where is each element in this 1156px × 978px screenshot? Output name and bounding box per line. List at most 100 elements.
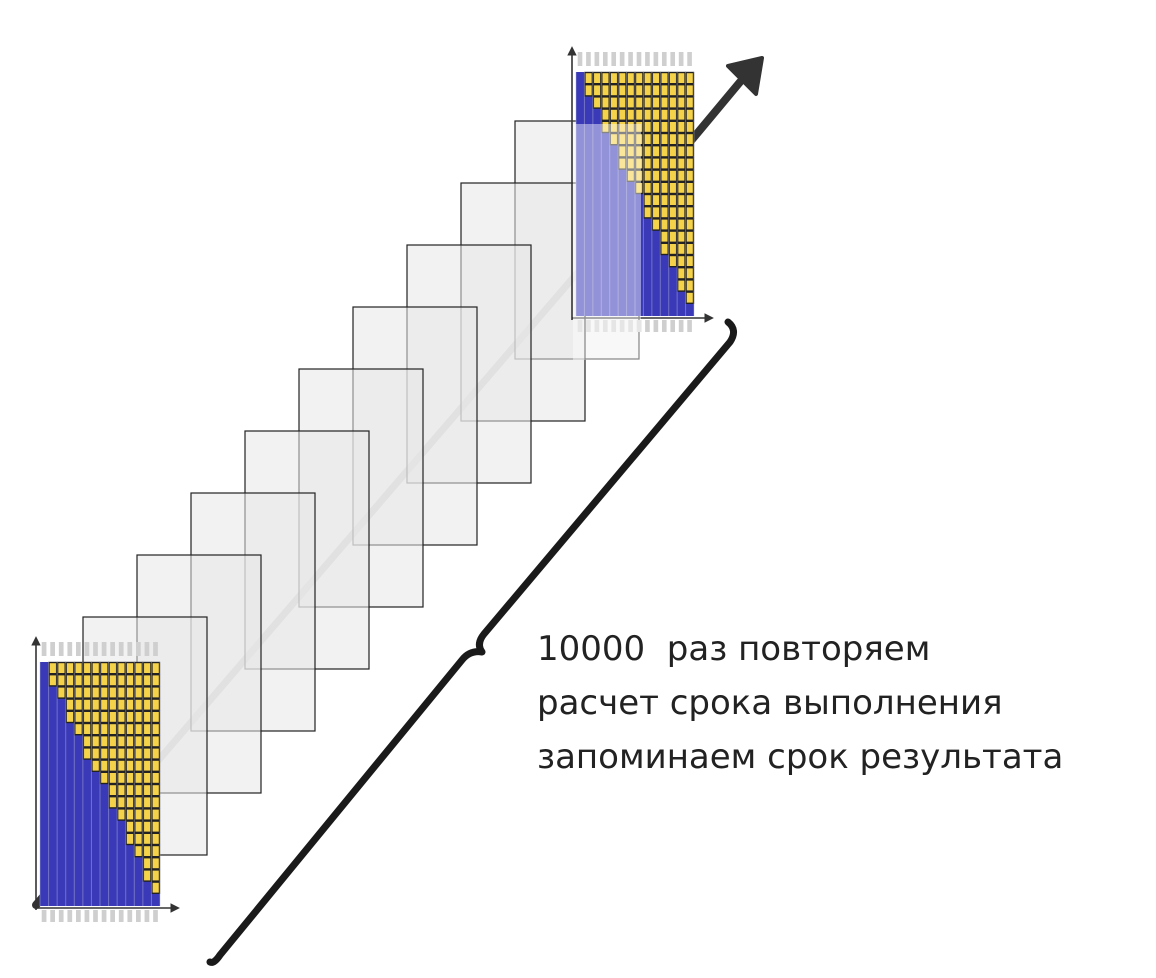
chart-cell <box>651 108 661 121</box>
chart-cell <box>134 783 144 797</box>
grid-stripe <box>50 910 55 922</box>
chart-cell <box>643 193 653 207</box>
chart-cell <box>142 771 152 785</box>
chart-cell <box>142 796 152 809</box>
chart-cell <box>82 735 92 748</box>
chart-cell <box>685 83 695 97</box>
grid-stripe <box>611 52 617 66</box>
chart-cell <box>151 661 161 675</box>
grid-stripe <box>76 642 81 656</box>
chart-cell <box>685 193 695 207</box>
chart-cell <box>685 291 695 305</box>
chart-cell <box>626 144 636 158</box>
chart-cell <box>99 722 109 736</box>
grid-stripe <box>136 642 141 656</box>
chart-cell <box>99 771 109 785</box>
chart-cell <box>660 193 669 207</box>
chart-cell <box>660 132 669 146</box>
chart-cell <box>151 759 161 772</box>
chart-cell <box>151 857 161 870</box>
chart-cell <box>48 674 58 687</box>
grid-stripe <box>101 910 107 922</box>
chart-cell <box>108 710 118 724</box>
grid-stripe <box>628 320 633 332</box>
chart-cell <box>685 144 695 158</box>
grid-stripe <box>577 52 583 66</box>
chart-cell <box>142 747 152 760</box>
grid-stripe <box>645 320 650 332</box>
chart-cell <box>65 698 75 711</box>
chart-cell <box>626 96 636 109</box>
chart-cell <box>99 735 109 748</box>
chart-cell <box>142 686 152 699</box>
chart-cell <box>676 218 686 231</box>
chart-cell <box>134 759 144 772</box>
chart-cell <box>676 205 686 219</box>
chart-cell <box>82 722 92 736</box>
grid-stripe <box>84 910 90 922</box>
chart-cell <box>151 844 161 858</box>
chart-cell <box>685 205 695 219</box>
chart-cell <box>651 181 661 195</box>
chart-cell <box>685 96 695 109</box>
grid-stripe <box>594 320 600 332</box>
chart-cell <box>108 796 118 809</box>
chart-cell <box>82 674 92 687</box>
curly-brace <box>206 318 737 966</box>
mini-chart-last <box>567 46 714 360</box>
chart-cell <box>142 698 152 711</box>
chart-cell <box>151 735 161 748</box>
grid-stripe <box>58 642 64 656</box>
chart-cell <box>651 218 661 231</box>
chart-cell <box>65 674 75 687</box>
chart-cell <box>643 108 653 121</box>
chart-cell <box>134 686 144 699</box>
chart-cell <box>668 108 678 121</box>
chart-cell <box>125 820 135 833</box>
chart-cell <box>685 267 695 280</box>
grid-stripe <box>619 52 625 66</box>
chart-cell <box>116 735 126 748</box>
chart-cell <box>626 157 636 170</box>
chart-cell <box>660 205 669 219</box>
chart-cell <box>660 108 669 121</box>
chart-cell <box>125 771 135 785</box>
chart-cell <box>82 710 92 724</box>
chart-cell <box>142 710 152 724</box>
chart-cell <box>116 747 126 760</box>
chart-cell <box>626 108 636 121</box>
chart-cell <box>668 169 678 183</box>
caption-text: 10000 раз повторяем расчет срока выполне… <box>537 622 1137 784</box>
chart-cell <box>626 120 636 134</box>
chart-cell <box>651 205 661 219</box>
chart-cell <box>116 698 126 711</box>
chart-cell <box>676 108 686 121</box>
chart-cell <box>651 193 661 207</box>
chart-cell <box>82 661 92 675</box>
chart-cell <box>676 120 686 134</box>
chart-cell <box>685 169 695 183</box>
chart-cell <box>660 181 669 195</box>
chart-cell <box>668 230 678 244</box>
chart-cell <box>676 254 686 268</box>
chart-cell <box>74 722 84 736</box>
chart-cell <box>108 735 118 748</box>
chart-cell <box>660 96 669 109</box>
chart-cell <box>685 279 695 292</box>
chart-cell <box>142 844 152 858</box>
chart-cell <box>668 254 678 268</box>
chart-cell <box>134 796 144 809</box>
chart-cell <box>584 71 594 85</box>
chart-cell <box>151 771 161 785</box>
chart-cell <box>660 157 669 170</box>
grid-stripe <box>645 52 650 66</box>
chart-cell <box>91 747 101 760</box>
chart-cell <box>116 722 126 736</box>
chart-cell <box>125 661 135 675</box>
chart-cell <box>676 144 686 158</box>
arrow-head-icon <box>726 56 764 96</box>
chart-cell <box>676 279 686 292</box>
chart-cell <box>56 686 66 699</box>
chart-cell <box>609 83 619 97</box>
